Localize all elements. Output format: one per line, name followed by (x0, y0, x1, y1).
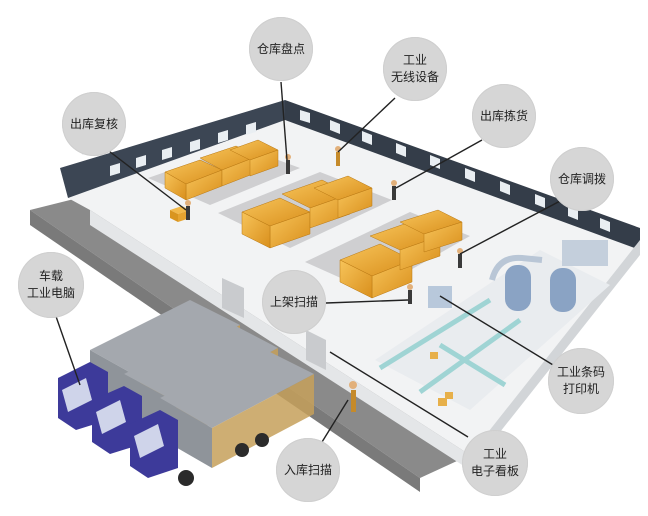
callout-outbound-picking[interactable]: 出库拣货 (472, 84, 536, 148)
callout-label: 仓库调拨 (557, 171, 606, 186)
callout-label: 入库扫描 (283, 462, 332, 477)
callout-label-line1: 车载 (38, 269, 63, 283)
callout-label-line1: 工业 (402, 53, 427, 67)
callout-label-line2: 电子看板 (470, 464, 519, 478)
box-stacks (164, 139, 463, 299)
callout-label-line1: 工业条码 (556, 365, 605, 379)
right-front-wall (470, 240, 640, 470)
callout-label: 仓库盘点 (256, 41, 305, 56)
back-wall-right (285, 100, 640, 250)
small-box (170, 206, 190, 214)
callout-label-line2: 无线设备 (390, 70, 439, 84)
callout-shelving-scan[interactable]: 上架扫描 (262, 270, 326, 334)
callout-label: 出库复核 (69, 116, 118, 131)
callout-label: 上架扫描 (269, 294, 318, 309)
conveyor-system (378, 297, 522, 395)
front-wall (90, 210, 470, 470)
leader-lines (51, 81, 563, 443)
callout-label: 出库拣货 (479, 108, 528, 123)
callout-warehouse-transfer[interactable]: 仓库调拨 (550, 147, 614, 211)
truck-3 (130, 348, 314, 486)
callout-inventory-check[interactable]: 仓库盘点 (249, 17, 313, 81)
loading-door-left (222, 278, 244, 318)
callout-barcode-printer[interactable]: 工业条码 打印机 (548, 348, 614, 414)
wall-windows (82, 110, 610, 232)
callout-outbound-recheck[interactable]: 出库复核 (62, 92, 126, 156)
callout-electronic-board[interactable]: 工业 电子看板 (462, 430, 528, 496)
conveyor-boxes (430, 352, 453, 406)
callout-inbound-scan[interactable]: 入库扫描 (276, 438, 340, 502)
callout-vehicle-pc[interactable]: 车载 工业电脑 (18, 252, 84, 318)
machinery (428, 240, 608, 312)
loading-door-right (306, 330, 326, 370)
callout-label-line2: 工业电脑 (26, 286, 75, 300)
callout-wireless-device[interactable]: 工业 无线设备 (383, 37, 447, 101)
callout-label-line1: 工业 (482, 447, 507, 461)
callout-label-line2: 打印机 (562, 382, 599, 396)
